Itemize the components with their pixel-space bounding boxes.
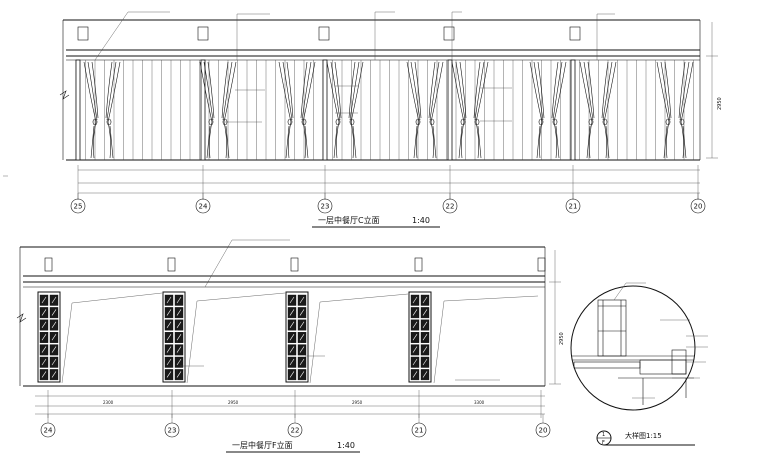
- curtain: [529, 61, 567, 159]
- curtain: [451, 61, 489, 159]
- curtains: [83, 61, 694, 159]
- axis-bubble: [195, 198, 211, 214]
- axis-bubble-label: 23: [321, 203, 330, 211]
- span-dim-3: 2950: [352, 400, 363, 405]
- bottom-beam-drops: [44, 257, 546, 272]
- pilaster: [322, 59, 328, 161]
- span-dim-4: 3300: [474, 400, 485, 405]
- wine-rack: [162, 291, 186, 383]
- axis-bubble: [535, 422, 551, 438]
- wine-rack: [285, 291, 309, 383]
- pilaster: [75, 59, 81, 161]
- axis-bubble-label: 25: [74, 203, 83, 211]
- axis-bubble-label: 21: [569, 203, 578, 211]
- wine-rack-cabinets: [37, 291, 432, 383]
- curtain: [656, 61, 694, 159]
- bottom-axis-bubbles: 24 23 22 21 20: [40, 414, 551, 438]
- axis-bubble: [317, 198, 333, 214]
- bottom-elevation-scale: 1:40: [337, 441, 355, 450]
- axis-bubble: [287, 422, 303, 438]
- curtain: [83, 61, 121, 159]
- bottom-dimension-lines: [35, 390, 545, 418]
- top-elevation-scale: 1:40: [412, 216, 430, 225]
- curtain: [579, 61, 617, 159]
- bottom-elevation-title: 一层中餐厅F立面: [232, 440, 293, 450]
- axis-bubble: [442, 198, 458, 214]
- span-dim-2: 2950: [228, 400, 239, 405]
- pilaster: [200, 59, 206, 161]
- axis-bubble: [411, 422, 427, 438]
- detail-bubble-bottom: F: [602, 440, 605, 446]
- annotation-leaders: [94, 11, 615, 123]
- detail-leaders: [613, 282, 708, 379]
- bottom-height-dimension: 2950: [549, 250, 565, 385]
- break-mark: [59, 90, 70, 100]
- axis-bubble-label: 24: [199, 203, 208, 211]
- detail-title: 大样图1:15: [625, 431, 662, 440]
- beam-drops: [77, 26, 581, 41]
- axis-bubble-label: 23: [168, 427, 177, 435]
- axis-bubble: [70, 198, 86, 214]
- pilaster: [447, 59, 453, 161]
- detail-bubble-top: 1: [602, 432, 605, 438]
- axis-bubble-label: 22: [446, 203, 455, 211]
- detail-callout-bubble: 1 F: [596, 430, 612, 446]
- axis-bubble-label: 20: [694, 203, 703, 211]
- bottom-break-mark: [16, 313, 27, 323]
- panel-diagonals: [61, 292, 539, 384]
- axis-bubble: [690, 198, 706, 214]
- curtain: [278, 61, 316, 159]
- axis-bubble: [40, 422, 56, 438]
- detail-internals: [572, 299, 694, 405]
- top-elevation-title: 一层中餐厅C立面: [318, 215, 380, 225]
- axis-bubble-label: 22: [291, 427, 300, 435]
- top-height-dim-text: 2950: [717, 97, 723, 110]
- top-axis-bubbles: 25 24 23 22 21 20: [70, 193, 706, 214]
- axis-bubble-label: 24: [44, 427, 53, 435]
- axis-bubble-label: 20: [539, 427, 548, 435]
- axis-bubble-label: 21: [415, 427, 424, 435]
- top-dimension-lines: [77, 165, 700, 200]
- span-dim-1: 2300: [103, 400, 114, 405]
- bottom-span-dims: 2300 2950 2950 3300: [103, 400, 485, 405]
- pilaster: [570, 59, 576, 161]
- bottom-elevation: 2300 2950 2950 3300 2950 24 23 22 21 20 一层中餐…: [16, 239, 565, 453]
- curtain: [326, 61, 364, 159]
- top-elevation: 2950 25 24 23 22 21 20 一层中餐厅C立面 1:40: [59, 11, 723, 228]
- curtain: [406, 61, 444, 159]
- wine-rack: [408, 291, 432, 383]
- axis-bubble: [565, 198, 581, 214]
- wall-panel-lines: [75, 59, 694, 161]
- top-height-dimension: 2950: [706, 22, 723, 159]
- detail-view: 1 F 大样图1:15: [570, 282, 708, 446]
- axis-bubble: [164, 422, 180, 438]
- bottom-annotation-leaders: [180, 239, 500, 381]
- bottom-height-dim-text: 2950: [559, 332, 565, 345]
- wine-rack: [37, 291, 61, 383]
